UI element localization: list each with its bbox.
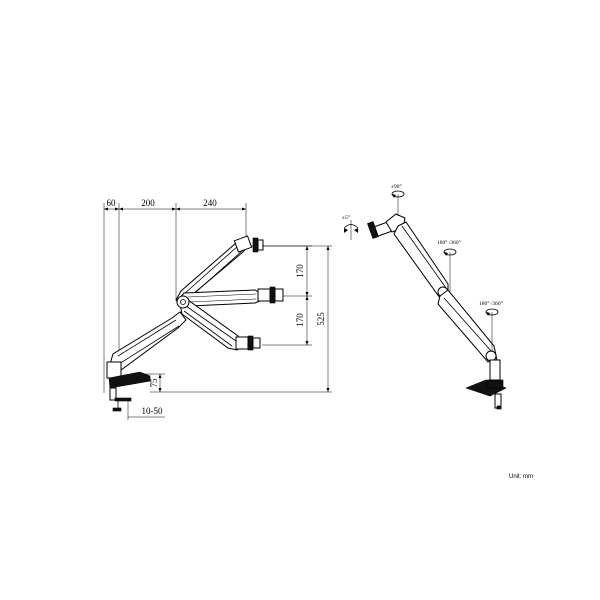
dim-240: 240 xyxy=(203,198,217,208)
center-joint xyxy=(176,295,190,309)
right-dimension-lines xyxy=(150,245,332,393)
left-side-view: 60 200 240 170 170 525 75 xyxy=(103,198,332,420)
vesa-head xyxy=(367,213,406,239)
tilt-indicator xyxy=(343,220,359,240)
dim-60: 60 xyxy=(107,198,117,208)
swivel-head-label: ±90° xyxy=(391,183,402,190)
lower-arm xyxy=(109,311,187,371)
right-post xyxy=(465,359,507,410)
dim-170-upper: 170 xyxy=(295,264,305,278)
clamp-range-dimension xyxy=(127,398,165,420)
rotation-mid-indicator xyxy=(443,248,457,292)
middle-arm xyxy=(177,286,284,307)
swivel-head-indicator xyxy=(391,190,405,216)
top-dimension-line xyxy=(103,203,247,393)
dim-170-lower: 170 xyxy=(295,313,305,327)
dim-200: 200 xyxy=(141,198,155,208)
rotation-low-indicator xyxy=(485,308,499,352)
lower-swing-arm xyxy=(179,299,261,351)
rotation-mid-label: 180° /360° xyxy=(437,239,461,246)
unit-label: Unit: mm xyxy=(509,474,533,480)
tilt-label: ±5° xyxy=(342,214,350,221)
arm-post xyxy=(106,361,151,412)
rotation-low-label: 180° /360° xyxy=(479,300,503,307)
dim-75: 75 xyxy=(149,378,159,388)
dim-525: 525 xyxy=(316,312,326,326)
main-arm xyxy=(393,221,449,299)
right-perspective-view: ±5° ±90° 180° /360° 180° /360° xyxy=(342,183,507,410)
dim-10-50: 10-50 xyxy=(142,406,163,416)
